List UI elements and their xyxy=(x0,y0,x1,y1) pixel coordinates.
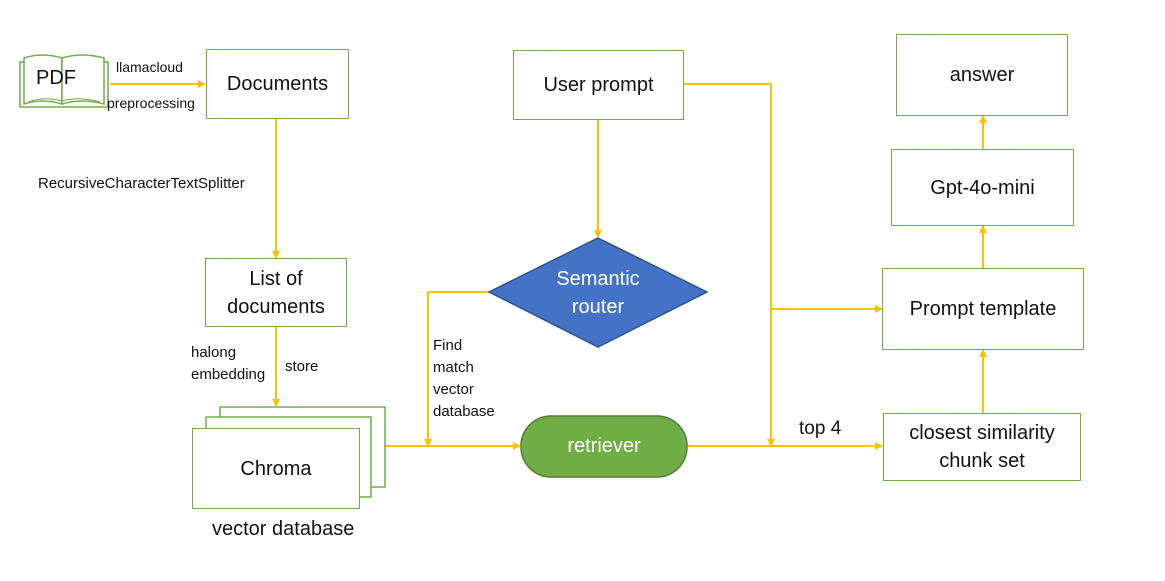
retriever-pill xyxy=(520,415,688,478)
chroma-label: Chroma xyxy=(240,457,312,480)
user-prompt-box: User prompt xyxy=(513,50,684,120)
retriever-label: retriever xyxy=(567,435,641,457)
store-label: store xyxy=(285,358,319,375)
answer-label: answer xyxy=(949,64,1015,86)
pdf-label: PDF xyxy=(36,67,76,89)
halong-embedding-label: halong embedding xyxy=(191,344,266,383)
preprocessing-label: preprocessing xyxy=(107,95,195,111)
pdf-book-icon: PDF xyxy=(19,54,109,108)
documents-box: Documents xyxy=(206,49,349,119)
list-of-documents-box: List of documents xyxy=(205,258,347,327)
documents-label: Documents xyxy=(226,73,329,95)
semantic-router-diamond xyxy=(487,237,709,348)
gpt-label: Gpt-4o-mini xyxy=(930,176,1035,199)
gpt-box: Gpt-4o-mini xyxy=(891,149,1074,226)
chroma-box: Chroma xyxy=(192,428,360,509)
user-prompt-label: User prompt xyxy=(543,74,654,96)
prompt-template-label: Prompt template xyxy=(909,298,1057,320)
closest-chunk-label: closest similarity chunk set xyxy=(909,422,1055,472)
vector-database-label: vector database xyxy=(212,518,355,540)
splitter-label: RecursiveCharacterTextSplitter xyxy=(38,175,245,192)
answer-box: answer xyxy=(896,34,1068,116)
prompt-template-box: Prompt template xyxy=(882,268,1084,350)
top-4-label: top 4 xyxy=(799,418,842,439)
closest-chunk-box: closest similarity chunk set xyxy=(883,413,1081,481)
list-of-documents-label: List of documents xyxy=(227,267,325,318)
arrow-router-to-retriever-path xyxy=(424,291,490,447)
line-prompt-to-right xyxy=(684,83,775,447)
semantic-router-label: Semantic router xyxy=(556,268,640,318)
find-match-label: Find match vector database xyxy=(433,337,495,420)
llamacloud-label: llamacloud xyxy=(116,59,183,75)
connectors xyxy=(110,80,987,450)
